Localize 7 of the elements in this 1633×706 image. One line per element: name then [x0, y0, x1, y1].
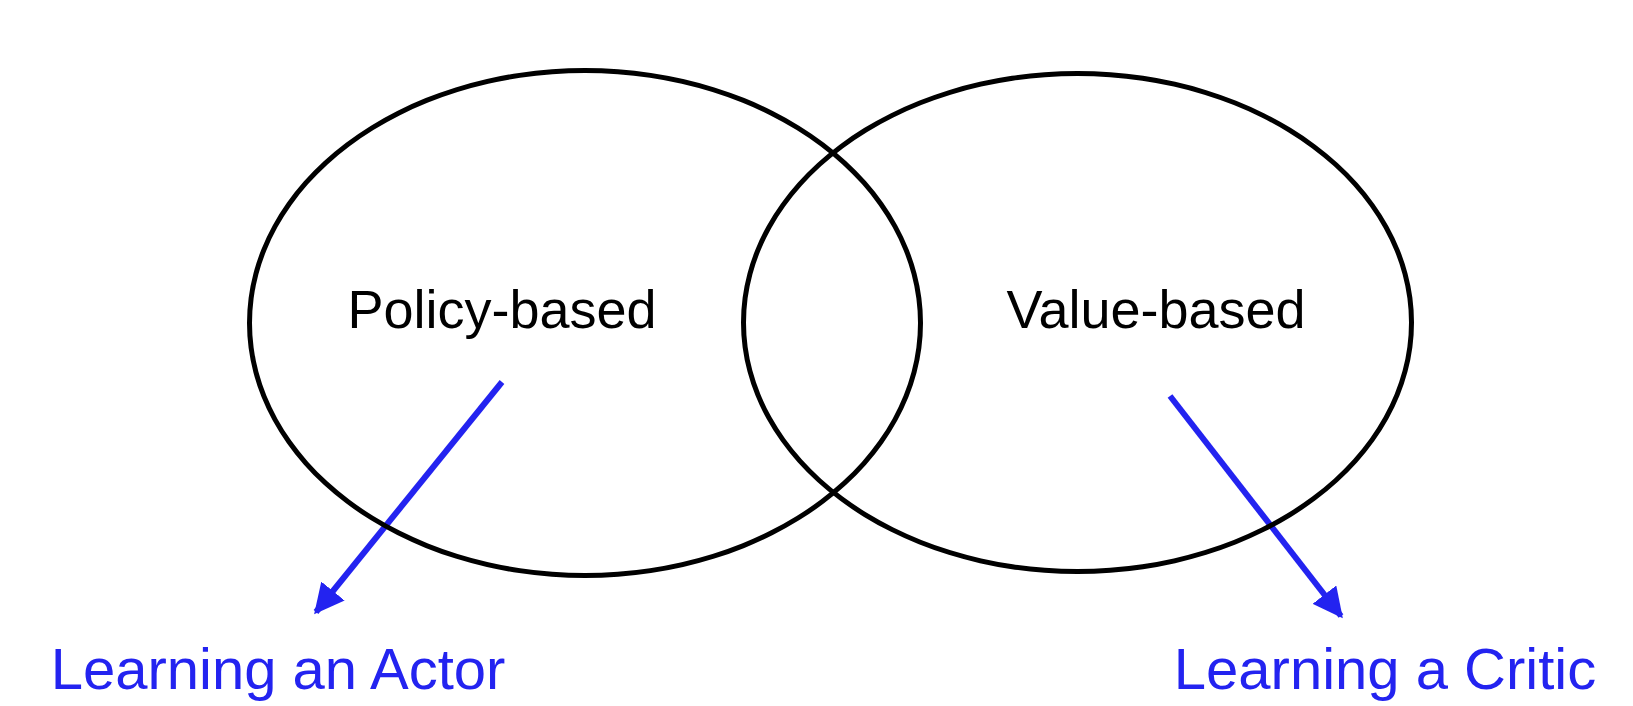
arrow	[1167, 394, 1344, 619]
outcome-label: Learning a Critic	[1140, 638, 1630, 700]
set-label: Value-based	[1006, 282, 1306, 336]
venn-ellipse	[247, 68, 923, 578]
venn-ellipse	[741, 71, 1414, 574]
arrow	[313, 380, 505, 615]
outcome-label: Learning an Actor	[8, 638, 548, 700]
